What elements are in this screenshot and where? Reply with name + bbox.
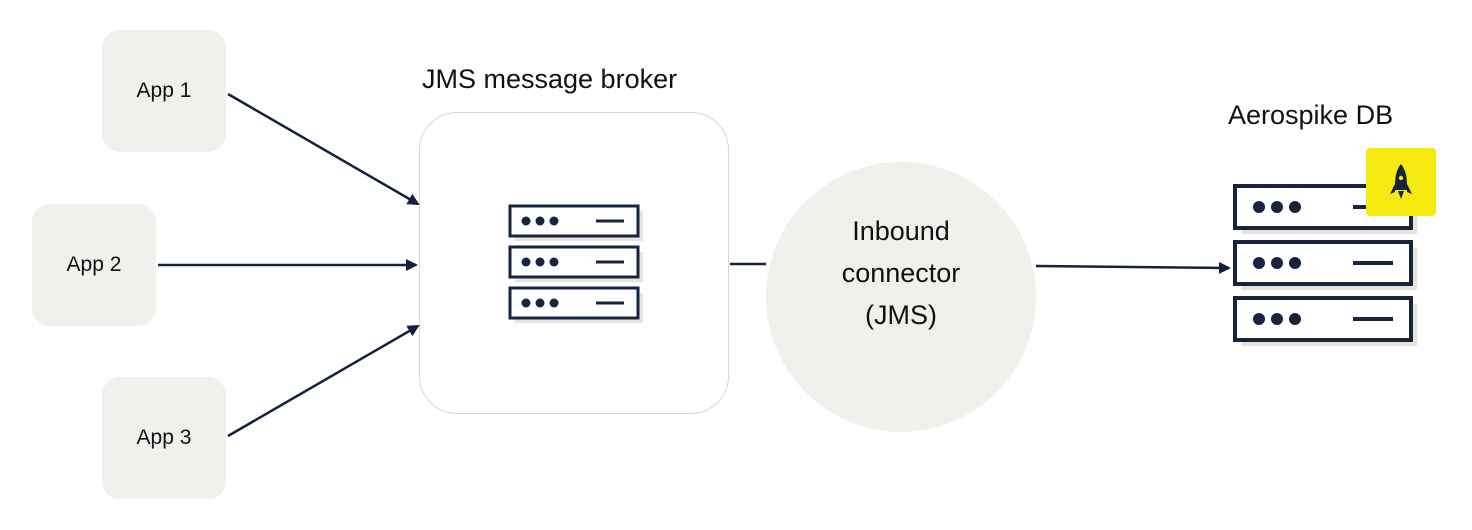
app-node-2: App 2 bbox=[32, 204, 156, 326]
arrow-app3-to-broker bbox=[227, 324, 420, 438]
app-node-label: App 2 bbox=[66, 253, 122, 276]
app-node-label: App 3 bbox=[136, 426, 192, 449]
server-rack-icon bbox=[1233, 184, 1417, 346]
aerospike-badge bbox=[1366, 148, 1436, 216]
connector-label-line: connector bbox=[841, 258, 961, 288]
connector-label: Inbound connector (JMS) bbox=[766, 210, 1036, 336]
server-rack-icon bbox=[508, 204, 643, 323]
broker-title: JMS message broker bbox=[422, 64, 678, 94]
app-node-1: App 1 bbox=[102, 30, 226, 152]
app-node-3: App 3 bbox=[102, 377, 226, 499]
connector-label-line: Inbound bbox=[852, 216, 950, 246]
app-node-label: App 1 bbox=[136, 79, 192, 102]
arrow-app1-to-broker bbox=[227, 92, 420, 206]
database-title: Aerospike DB bbox=[1228, 100, 1394, 130]
connector-label-line: (JMS) bbox=[865, 300, 937, 330]
connector-node bbox=[766, 162, 1036, 432]
arrow-connector-to-database bbox=[1035, 261, 1231, 274]
rocket-icon bbox=[1390, 164, 1412, 199]
